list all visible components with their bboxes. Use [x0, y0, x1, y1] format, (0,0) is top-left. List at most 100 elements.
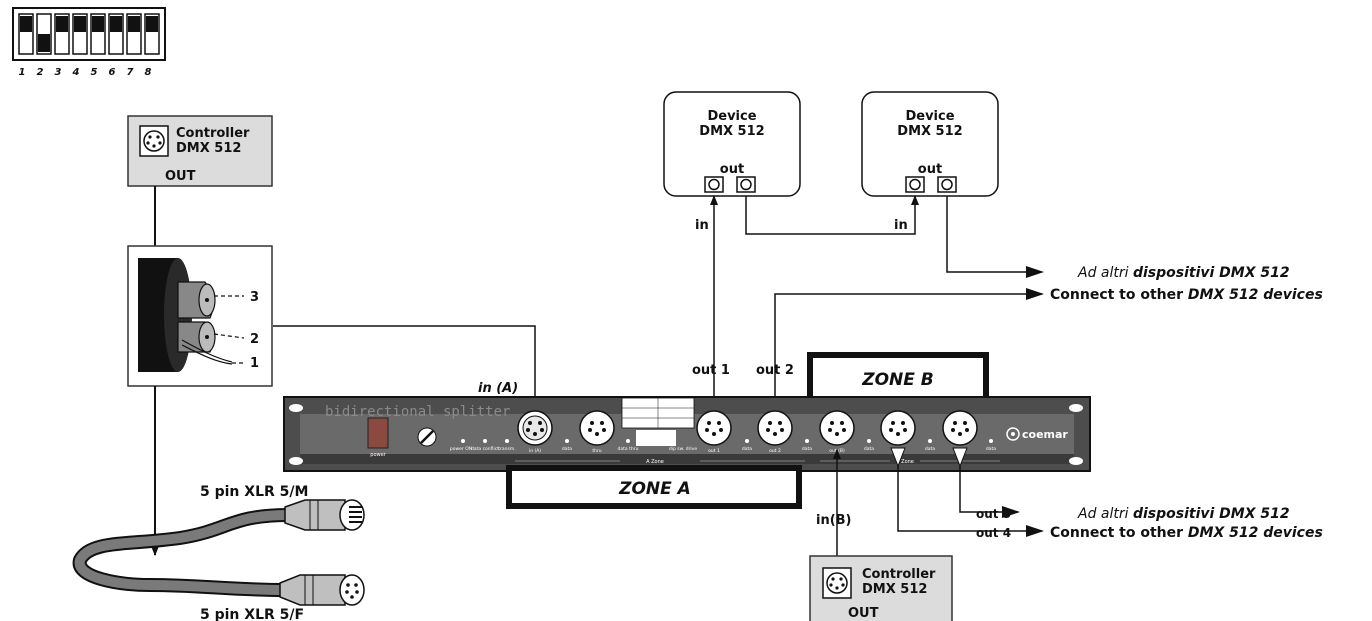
zone-b-box: [807, 352, 989, 402]
connect-top-italian: Ad altri dispositivi DMX 512: [1077, 265, 1290, 281]
connect-bottom-english-bold: DMX 512 devices: [1188, 525, 1323, 541]
device-1: Device DMX 512 out: [663, 91, 801, 197]
xlr-port-in-a[interactable]: [517, 410, 553, 446]
out1-label: out 1: [692, 363, 730, 378]
port-label-thru: thru: [592, 448, 601, 454]
device-1-out-label: out: [720, 162, 744, 177]
out4-label: out 4: [976, 526, 1011, 540]
out2-label: out 2: [756, 363, 794, 378]
controller-top-port: OUT: [165, 169, 196, 184]
controller-bottom-title: Controller: [862, 567, 936, 582]
device-2-in-label: in: [894, 218, 908, 233]
controller-bottom-port: OUT: [848, 606, 879, 621]
xlr-female-label: 5 pin XLR 5/F: [200, 607, 304, 621]
device-2-title: Device: [905, 109, 954, 124]
controller-top-subtitle: DMX 512: [176, 141, 241, 156]
led-label-data-conflict: data conflict: [471, 446, 499, 452]
power-switch-label: power: [370, 452, 386, 458]
xlr-socket-icon: [905, 176, 957, 193]
led-label-power: power ON: [450, 446, 472, 452]
device1-to-device2-line: [745, 195, 919, 235]
dip-number-6: 6: [109, 67, 116, 78]
port-label-data-4: data: [925, 446, 935, 452]
dip-switch-levers: [18, 13, 160, 55]
port-label-data-thru: data thru: [618, 446, 639, 452]
cable-pin-3: 3: [250, 290, 259, 305]
dip-number-8: 8: [145, 67, 152, 78]
out5-label: out 5: [976, 507, 1011, 521]
connect-top-english-plain: Connect to other: [1050, 287, 1188, 303]
connect-top-english-bold: DMX 512 devices: [1188, 287, 1323, 303]
led-data-conflict: [483, 439, 487, 443]
out4-line: [897, 448, 1044, 537]
connect-bottom-english-plain: Connect to other: [1050, 525, 1188, 541]
rack-logo: bidirectional splitter: [325, 404, 510, 420]
device-1-title: Device: [707, 109, 756, 124]
xlr-female-plug-icon: [279, 574, 365, 606]
dip-number-5: 5: [91, 67, 98, 78]
zone-a-label: ZONE A: [618, 479, 691, 499]
device-2: Device DMX 512 out: [861, 91, 999, 197]
in-b-label: in(B): [816, 513, 852, 528]
connect-bottom-italian: Ad altri dispositivi DMX 512: [1077, 506, 1290, 522]
zone-a-box: [506, 465, 802, 509]
device-2-out-label: out: [918, 162, 942, 177]
device-2-subtitle: DMX 512: [897, 124, 962, 139]
device-1-subtitle: DMX 512: [699, 124, 764, 139]
connect-bottom-english: Connect to other DMX 512 devices: [1050, 525, 1323, 541]
cable-cross-section: [127, 245, 273, 387]
dip-number-4: 4: [72, 67, 80, 78]
dip-number-3: 3: [55, 67, 62, 78]
xlr-socket-icon: [704, 176, 756, 193]
dip-number-2: 2: [37, 67, 44, 78]
controller-top: Controller DMX 512 OUT: [127, 115, 273, 187]
zone-b-label: ZONE B: [861, 370, 934, 390]
device-1-in-label: in: [695, 218, 709, 233]
port-label-data-b: data: [864, 446, 874, 452]
port-label-data-a: data: [562, 446, 572, 452]
led-label-transm: transm.: [498, 446, 515, 452]
power-switch[interactable]: [367, 417, 389, 449]
dip-knob-icon[interactable]: [417, 427, 437, 447]
controller-top-title: Controller: [176, 126, 250, 141]
dip-switch: 1 2 3 4 5 6 7 8: [12, 7, 166, 78]
xlr-male-label: 5 pin XLR 5/M: [200, 484, 308, 500]
xlr-port-in-b[interactable]: [819, 410, 855, 446]
port-label-data-1: data: [742, 446, 752, 452]
xlr-socket-icon: [139, 125, 169, 157]
xlr-cable: [72, 499, 365, 606]
port-label-data-2: data: [802, 446, 812, 452]
out2-line: [774, 288, 1044, 408]
led-power: [461, 439, 465, 443]
xlr-port-out-5[interactable]: [942, 410, 978, 446]
connect-top-italian-bold: dispositivi DMX 512: [1133, 265, 1290, 281]
in-a-label: in (A): [478, 381, 518, 396]
rack-brand: coemar: [1022, 428, 1068, 441]
xlr-socket-icon: [822, 567, 852, 599]
zone-b-strip-label: B Zone: [896, 459, 914, 465]
dip-number-1: 1: [19, 67, 26, 78]
port-label-out-2: out 2: [769, 448, 781, 454]
xlr-port-thru[interactable]: [579, 410, 615, 446]
xlr-port-out-2[interactable]: [757, 410, 793, 446]
connect-bottom-italian-bold: dispositivi DMX 512: [1133, 506, 1290, 522]
coemar-logo-icon: [1006, 427, 1020, 441]
cable-pin-2: 2: [250, 332, 259, 347]
connect-top-italian-plain: Ad altri: [1077, 265, 1133, 281]
connect-top-english: Connect to other DMX 512 devices: [1050, 287, 1323, 303]
xlr-port-out-4[interactable]: [880, 410, 916, 446]
dip-number-7: 7: [127, 67, 134, 78]
xlr-male-plug-icon: [284, 499, 365, 531]
zone-a-strip-label: A Zone: [646, 459, 664, 465]
port-label-data-5: data: [986, 446, 996, 452]
cable-pin-1: 1: [250, 356, 259, 371]
port-label-out-1: out 1: [708, 448, 720, 454]
connect-bottom-italian-plain: Ad altri: [1077, 506, 1133, 522]
port-label-dip-drive: dip sw. drive: [669, 446, 697, 452]
dip-switch-window: [636, 430, 676, 446]
xlr-port-out-1[interactable]: [696, 410, 732, 446]
port-label-in-a: in (A): [529, 448, 541, 454]
device2-out-line: [946, 196, 1044, 278]
splitter-rack-unit: bidirectional splitter power power ON da…: [283, 396, 1091, 472]
